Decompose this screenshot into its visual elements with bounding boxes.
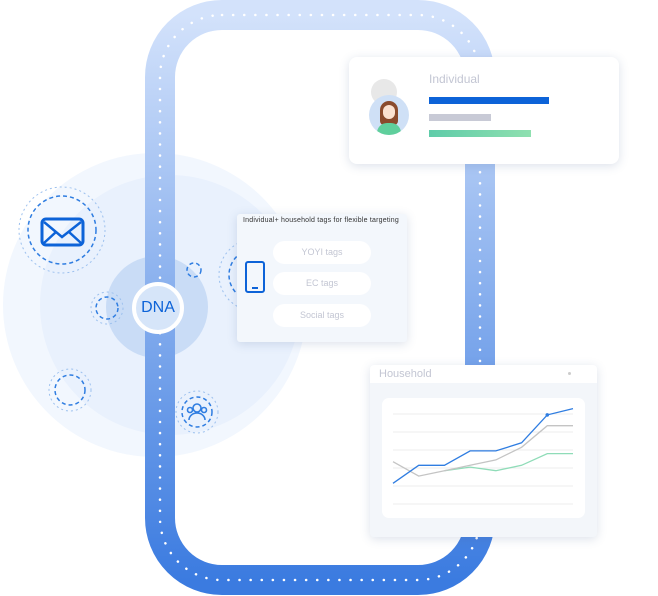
series-gray-line	[392, 425, 573, 477]
users-icon	[186, 403, 208, 421]
tags-title: Individual+ household tags for flexible …	[243, 217, 399, 224]
series-blue-line	[392, 407, 574, 484]
chart-plot-area	[382, 398, 585, 518]
household-chart	[382, 398, 585, 518]
phone-icon	[245, 261, 265, 293]
series-blue-point	[545, 413, 550, 417]
tag-yoyi[interactable]: YOYI tags	[273, 241, 371, 264]
series-green-line	[444, 452, 573, 472]
bar-3	[429, 130, 531, 137]
bar-2	[429, 114, 491, 121]
individual-title: Individual	[429, 72, 480, 86]
minimize-icon[interactable]	[568, 372, 571, 375]
household-title: Household	[379, 368, 432, 380]
tags-card: Individual+ household tags for flexible …	[237, 214, 407, 342]
avatar	[369, 95, 409, 135]
dna-hub[interactable]: DNA	[132, 282, 184, 334]
household-card: Household	[370, 365, 597, 537]
tag-ec[interactable]: EC tags	[273, 272, 371, 295]
bar-1	[429, 97, 549, 104]
mail-icon	[40, 217, 85, 247]
individual-card: Individual	[349, 57, 619, 164]
tag-social[interactable]: Social tags	[273, 304, 371, 327]
